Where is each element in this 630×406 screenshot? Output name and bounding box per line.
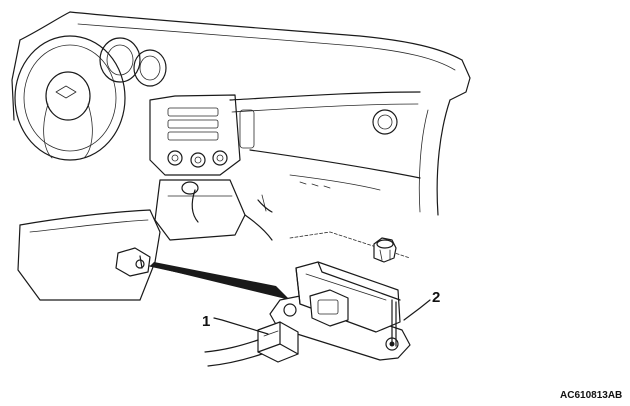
center-console	[149, 94, 255, 241]
callout-1-label: 1	[202, 313, 210, 330]
harness-connector	[257, 321, 299, 363]
mounting-nut	[373, 237, 397, 263]
steering-wheel	[14, 35, 126, 161]
callout-2-label: 2	[432, 289, 440, 306]
wiring-cable	[204, 339, 263, 367]
sensor-unit	[269, 231, 411, 361]
instrument-cluster	[99, 37, 167, 87]
callout-leaders	[213, 299, 431, 335]
location-pointer	[149, 262, 290, 300]
floor-mount-bracket	[115, 247, 151, 277]
figure-code: AC610813AB	[560, 390, 622, 401]
floor-panel	[17, 194, 273, 301]
dashboard-outline	[11, 11, 471, 216]
